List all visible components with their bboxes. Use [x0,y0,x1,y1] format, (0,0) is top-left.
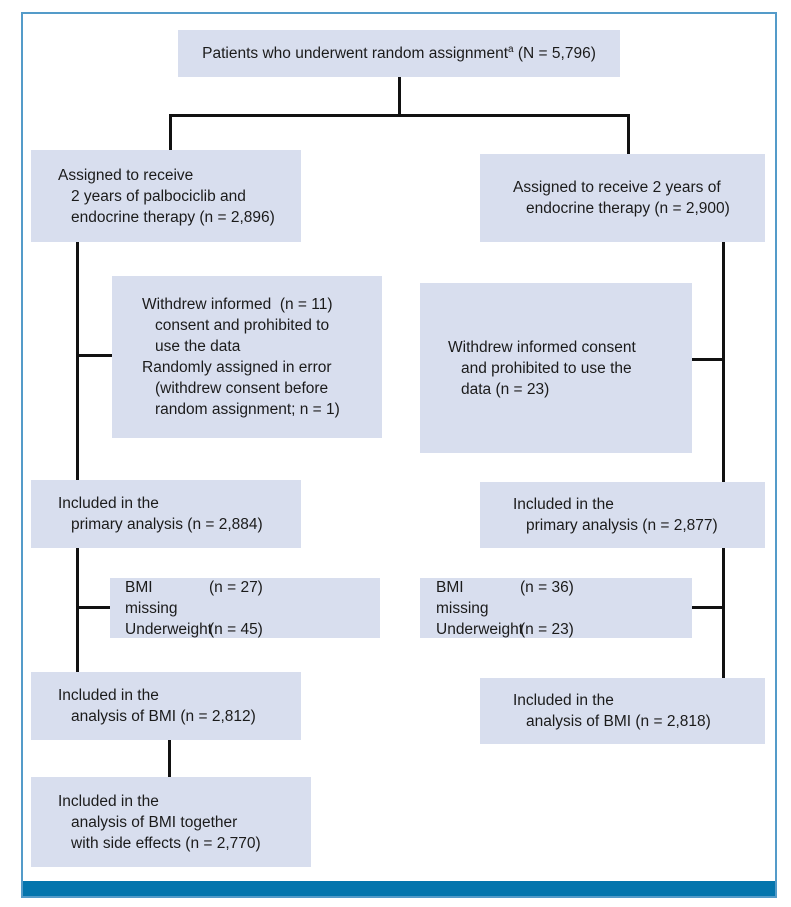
box-right-withdrew: Withdrew informed consent and prohibited… [420,283,692,453]
box-line: Included in the [513,692,614,709]
row-label: BMI missing [436,578,489,617]
box-line: Included in the [513,496,614,513]
box-line: Withdrew informed (n = 11) [142,296,333,313]
box-left-primary-analysis: Included in the primary analysis (n = 2,… [31,480,301,548]
box-line: analysis of BMI together [71,813,238,831]
box-line: data (n = 23) [461,380,550,398]
box-line: and prohibited to use the [461,359,632,377]
connector-left-branch-withdrew [76,354,114,357]
row-label: Underweight [436,620,524,638]
row-label: BMI missing [125,578,178,617]
box-line: Assigned to receive [58,166,194,184]
figure-frame [21,12,777,898]
box-line: primary analysis (n = 2,884) [71,516,263,533]
box-line: Included in the [58,687,159,704]
box-random-assignment-text: Patients who underwent random assignment… [178,43,620,64]
connector-left-spine-2 [76,548,79,674]
box-line: (withdrew consent before [155,380,329,397]
box-line: use the data [155,338,241,355]
box-line: endocrine therapy (n = 2,896) [71,208,275,226]
connector-left-drop [169,114,172,150]
box-left-bmi-side-effects: Included in the analysis of BMI together… [31,777,311,867]
connector-top-vertical [398,77,401,117]
footnote-marker: a [508,43,514,55]
box-line: random assignment; n = 1) [155,401,340,418]
row-value: (n = 45) [209,620,263,638]
row-label: Underweight [125,620,213,638]
box-line: primary analysis (n = 2,877) [526,517,718,534]
row-value: (n = 27) [209,578,263,596]
box-right-bmi-analysis: Included in the analysis of BMI (n = 2,8… [480,678,765,744]
box-line: endocrine therapy (n = 2,900) [526,200,730,217]
box-line: Assigned to receive 2 years of [513,179,721,196]
connector-right-spine-2 [722,548,725,678]
box-line: Withdrew informed consent [448,338,636,356]
box-right-assigned: Assigned to receive 2 years of endocrine… [480,154,765,242]
box-random-assignment: Patients who underwent random assignment… [178,30,620,77]
box-line: with side effects (n = 2,770) [71,834,261,852]
random-assignment-label: Patients who underwent random assignment [202,45,509,62]
box-line: Randomly assigned in error [142,359,332,376]
box-left-assigned: Assigned to receive 2 years of palbocicl… [31,150,301,242]
box-line: Included in the [58,792,159,810]
box-line: 2 years of palbociclib and [71,187,246,205]
footer-accent-bar [23,881,775,896]
box-left-withdrew: Withdrew informed (n = 11) consent and p… [112,276,382,438]
connector-left-spine-1 [76,241,79,480]
box-row: Underweight (n = 23) [436,619,692,640]
connector-right-branch-withdrew [692,358,724,361]
box-line: consent and prohibited to [155,317,330,334]
connector-right-branch-bmi [692,606,724,609]
random-assignment-n: (N = 5,796) [513,45,596,62]
box-right-primary-analysis: Included in the primary analysis (n = 2,… [480,482,765,548]
connector-right-spine-1 [722,241,725,482]
box-left-bmi-analysis: Included in the analysis of BMI (n = 2,8… [31,672,301,740]
box-line: analysis of BMI (n = 2,818) [526,713,711,730]
box-line: analysis of BMI (n = 2,812) [71,708,256,725]
connector-top-horizontal [169,114,630,117]
box-row: Underweight (n = 45) [125,619,380,640]
box-right-bmi-missing: BMI missing (n = 36) Underweight (n = 23… [420,578,692,638]
row-value: (n = 36) [520,578,574,596]
box-row: BMI missing (n = 27) [125,577,380,619]
connector-left-final [168,740,171,777]
connector-right-drop [627,114,630,154]
row-value: (n = 23) [520,620,574,638]
box-row: BMI missing (n = 36) [436,577,692,619]
box-line: Included in the [58,495,159,512]
box-left-bmi-missing: BMI missing (n = 27) Underweight (n = 45… [110,578,380,638]
connector-left-branch-bmi [76,606,112,609]
